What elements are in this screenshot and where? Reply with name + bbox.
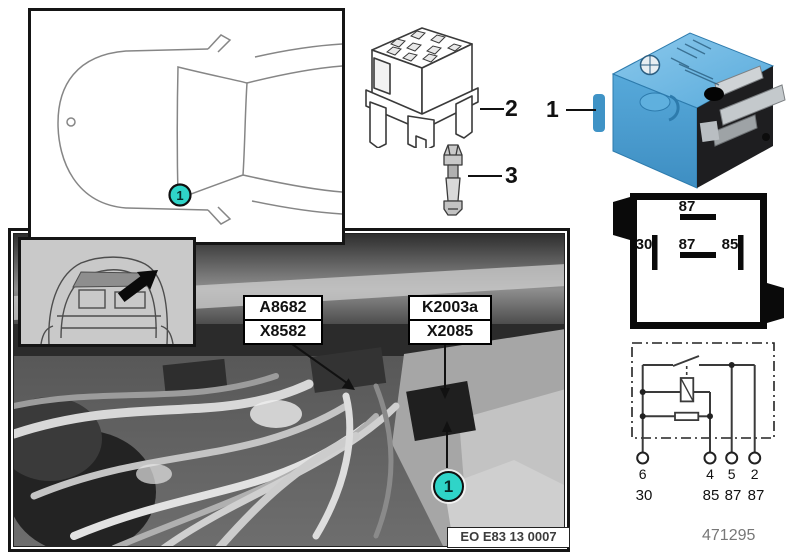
component-label-k2003a: K2003a X2085 bbox=[408, 295, 492, 345]
component-label-line1: K2003a bbox=[410, 297, 490, 321]
photo-stamp: EO E83 13 0007 bbox=[447, 527, 570, 548]
item3-leader-line bbox=[468, 175, 502, 177]
item1-leader-line bbox=[566, 109, 596, 111]
terminal-circle-5 bbox=[725, 451, 739, 465]
terminal-circuit-85: 85 bbox=[703, 487, 720, 503]
terminal-circle-6 bbox=[636, 451, 650, 465]
terminal-circuit-87b: 87 bbox=[748, 487, 765, 503]
engine-bay-inset-box bbox=[18, 237, 196, 347]
document-number: 471295 bbox=[702, 527, 756, 544]
car-top-view: 1 bbox=[57, 34, 343, 225]
pin-left-label: 30 bbox=[636, 236, 653, 253]
terminal-circle-4 bbox=[703, 451, 717, 465]
photo-callout-number: 1 bbox=[443, 476, 454, 496]
terminal-circle-2 bbox=[748, 451, 762, 465]
relay-photo bbox=[593, 32, 786, 189]
item3-number: 3 bbox=[505, 162, 518, 188]
photo-callout-circle: 1 bbox=[433, 471, 464, 502]
car-location-box: 1 bbox=[28, 8, 345, 245]
component-label-a8682: A8682 X8582 bbox=[243, 295, 323, 345]
terminal-pin-5: 5 bbox=[728, 466, 736, 482]
relay-circuit-schematic: 6 4 5 2 30 85 87 87 bbox=[631, 342, 775, 503]
relay-socket-drawing bbox=[365, 27, 479, 148]
pin-center-label: 87 bbox=[679, 236, 696, 253]
pin-top-label: 87 bbox=[679, 198, 696, 215]
component-label-line1: A8682 bbox=[245, 297, 321, 321]
location-arrow-icon bbox=[117, 270, 158, 302]
terminal-pin-4: 4 bbox=[706, 466, 714, 482]
terminal-circuit-87a: 87 bbox=[725, 487, 742, 503]
pin-right-label: 85 bbox=[722, 236, 739, 253]
relay-side-tab bbox=[593, 94, 605, 132]
terminal-pin-6: 6 bbox=[639, 466, 647, 482]
car-callout-number: 1 bbox=[176, 188, 183, 203]
terminal-pin-drawing bbox=[443, 144, 463, 216]
item2-leader-line bbox=[480, 108, 504, 110]
relay-pin-diagram: 87 30 87 85 bbox=[613, 193, 784, 329]
car-callout-circle bbox=[168, 183, 192, 207]
component-label-line2: X8582 bbox=[259, 323, 307, 340]
item2-number: 2 bbox=[505, 95, 518, 121]
terminal-pin-2: 2 bbox=[751, 466, 759, 482]
component-label-line2: X2085 bbox=[426, 323, 474, 340]
terminal-circuit-30: 30 bbox=[636, 487, 653, 503]
car-front-sketch bbox=[40, 256, 174, 345]
item1-number: 1 bbox=[546, 96, 559, 122]
